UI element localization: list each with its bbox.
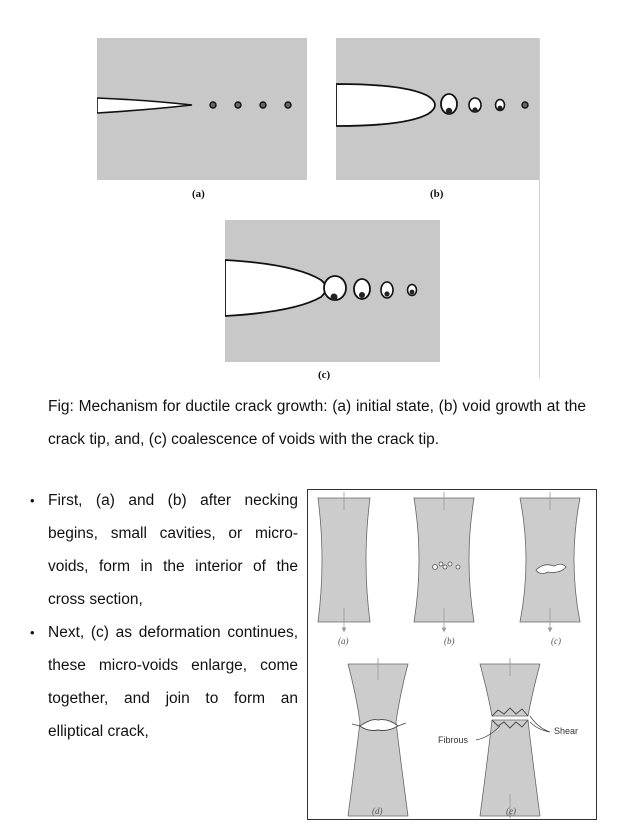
panel-b: [336, 38, 539, 180]
bullet-marker: •: [30, 493, 35, 508]
voids: [440, 93, 529, 115]
panel-b-drawing: [336, 38, 539, 180]
bullet-list: • First, (a) and (b) after necking begin…: [30, 484, 298, 748]
necking-label-c: (c): [551, 636, 561, 646]
specimen-a: [317, 492, 371, 633]
necking-figure: (a) (b) (c) (d) (e) Fibrous Shear: [307, 489, 597, 820]
bullet-text: First, (a) and (b) after necking begins,…: [48, 492, 298, 608]
necking-label-b: (b): [444, 636, 455, 646]
specimen-e: [475, 658, 551, 819]
panel-a: [97, 38, 307, 180]
panel-a-drawing: [97, 38, 307, 180]
specimen-b: [413, 492, 475, 633]
voids: [323, 275, 418, 301]
necking-label-e: (e): [506, 806, 516, 816]
crack: [97, 97, 193, 114]
specimen-c: [519, 492, 581, 633]
bullet-marker: •: [30, 625, 35, 640]
panel-a-label: (a): [192, 188, 205, 200]
necking-label-a: (a): [338, 636, 349, 646]
voids: [209, 101, 292, 109]
divider-line: [539, 38, 540, 378]
bullet-item: • First, (a) and (b) after necking begin…: [30, 484, 298, 616]
panel-b-label: (b): [430, 188, 444, 200]
necking-drawing: [317, 492, 581, 819]
specimen-d: [347, 658, 409, 817]
panel-c-drawing: [225, 220, 440, 362]
panel-c-label: (c): [318, 369, 331, 381]
panel-c: [225, 220, 440, 362]
bullet-text: Next, (c) as deformation continues, thes…: [48, 624, 298, 740]
fibrous-annotation: Fibrous: [438, 735, 469, 745]
crack: [336, 83, 436, 127]
figure-caption: Fig: Mechanism for ductile crack growth:…: [48, 398, 586, 448]
necking-label-d: (d): [372, 806, 383, 816]
shear-annotation: Shear: [554, 726, 579, 736]
bullet-item: • Next, (c) as deformation continues, th…: [30, 616, 298, 748]
